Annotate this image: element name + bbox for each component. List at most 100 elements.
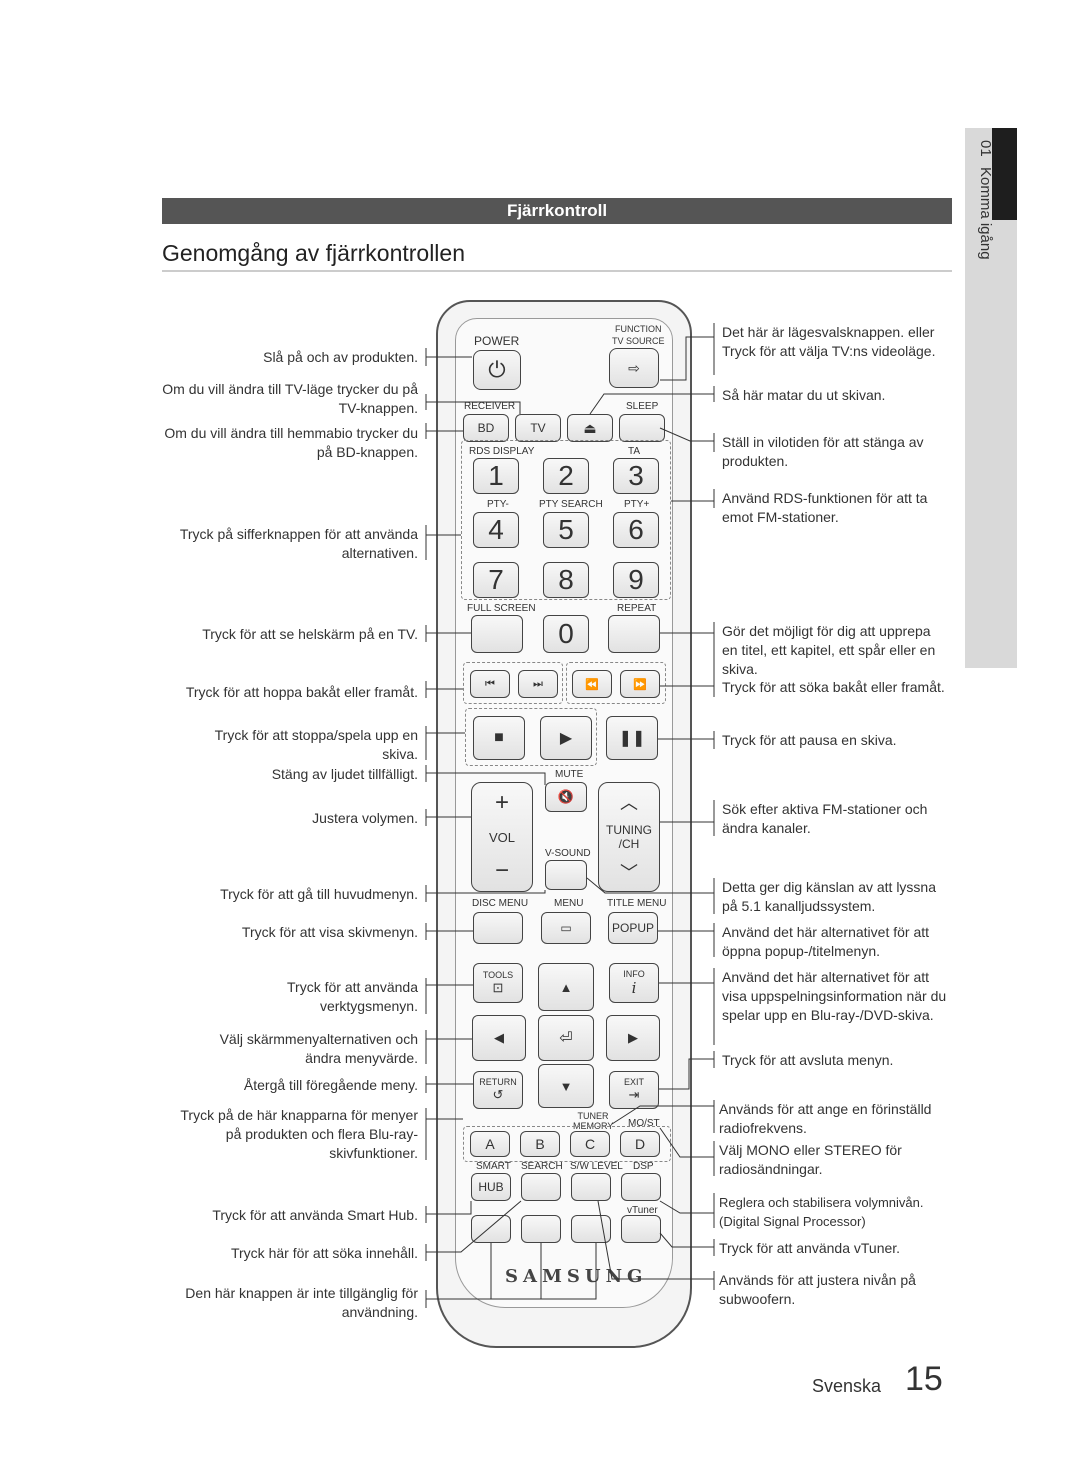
callout-tuning: Sök efter aktiva FM-stationer och ändra …: [722, 801, 928, 836]
tv-button[interactable]: TV: [515, 414, 561, 442]
smart-hub-button[interactable]: HUB: [471, 1173, 511, 1201]
arrow-left-icon: ◀: [494, 1030, 504, 1045]
callout-mo-st: Välj MONO eller STEREO för radiosändning…: [719, 1142, 902, 1177]
popup-button[interactable]: POPUP: [608, 912, 658, 944]
pty-search-label: PTY SEARCH: [539, 499, 603, 510]
pause-button[interactable]: ❚❚: [606, 716, 658, 760]
exit-label: EXIT: [623, 1077, 644, 1087]
eject-button[interactable]: ⏏: [567, 414, 613, 442]
tools-button[interactable]: TOOLS ⊡: [473, 963, 523, 1003]
digit-5-button[interactable]: 5: [543, 512, 589, 548]
volume-rocker[interactable]: + VOL −: [471, 782, 533, 892]
power-button[interactable]: ⏻: [473, 350, 521, 390]
digit-7-button[interactable]: 7: [473, 562, 519, 598]
return-button[interactable]: RETURN ↺: [473, 1071, 523, 1109]
digit-3-button[interactable]: 3: [613, 458, 659, 494]
mute-icon: 🔇: [557, 789, 575, 804]
sleep-button[interactable]: [619, 414, 665, 442]
info-icon: i: [631, 979, 637, 997]
digit-2-button[interactable]: 2: [543, 458, 589, 494]
function-button[interactable]: ⇨: [609, 348, 659, 388]
rewind-button[interactable]: ⏪: [572, 670, 612, 698]
callout-full-screen: Tryck för att se helskärm på en TV.: [202, 626, 418, 642]
stop-button[interactable]: ■: [473, 716, 525, 760]
unused-button-2[interactable]: [521, 1215, 561, 1243]
callout-v-sound: Detta ger dig känslan av att lyssna på 5…: [722, 879, 937, 914]
enter-button[interactable]: ⏎: [538, 1015, 594, 1061]
skip-back-button[interactable]: ⏮: [470, 670, 510, 698]
arrow-up-icon: ▲: [559, 979, 573, 995]
eject-icon: ⏏: [583, 419, 597, 436]
callout-eject: Så här matar du ut skivan.: [722, 387, 886, 403]
exit-button[interactable]: EXIT ⇥: [609, 1071, 659, 1109]
arrow-down-icon: ▼: [559, 1078, 573, 1094]
mute-button[interactable]: 🔇: [545, 782, 587, 812]
sw-level-button[interactable]: [571, 1173, 611, 1201]
digit-8-button[interactable]: 8: [543, 562, 589, 598]
channel-down-icon: ﹀: [620, 863, 638, 883]
dsp-label: DSP: [633, 1161, 654, 1172]
exit-icon: ⇥: [628, 1087, 640, 1102]
digit-0-button[interactable]: 0: [543, 615, 589, 653]
unused-button-1[interactable]: [471, 1215, 511, 1243]
play-button[interactable]: ▶: [540, 716, 592, 760]
callout-info: Använd det här alternativet för att visa…: [722, 969, 947, 1023]
stop-icon: ■: [494, 729, 504, 746]
return-icon: ↺: [492, 1087, 504, 1102]
digit-9-button[interactable]: 9: [613, 562, 659, 598]
dsp-button[interactable]: [621, 1173, 661, 1201]
nav-right-button[interactable]: ▶: [606, 1015, 660, 1061]
number-pad-group: [461, 440, 671, 600]
rds-display-label: RDS DISPLAY: [469, 446, 535, 457]
ta-label: TA: [628, 446, 641, 457]
callout-exit: Tryck för att avsluta menyn.: [722, 1052, 894, 1068]
a-button[interactable]: A: [470, 1131, 510, 1157]
callout-search: Tryck här för att söka innehåll.: [230, 1245, 418, 1261]
search-button[interactable]: [521, 1173, 561, 1201]
fast-forward-button[interactable]: ⏩: [620, 670, 660, 698]
repeat-button[interactable]: [608, 615, 660, 653]
volume-label: VOL: [488, 829, 515, 845]
digit-1-button[interactable]: 1: [473, 458, 519, 494]
sw-level-label: S/W LEVEL: [570, 1161, 623, 1172]
tools-label: TOOLS: [482, 970, 514, 980]
callout-power: Slå på och av produkten.: [263, 349, 418, 365]
disc-menu-label: DISC MENU: [472, 898, 529, 909]
v-sound-button[interactable]: [545, 860, 587, 890]
disc-menu-button[interactable]: [473, 912, 523, 944]
function-label: FUNCTION: [615, 324, 662, 334]
callout-sw-level: Används för att justera nivån på subwoof…: [719, 1272, 916, 1307]
b-button[interactable]: B: [520, 1131, 560, 1157]
c-button[interactable]: C: [570, 1131, 610, 1157]
tuning-channel-rocker[interactable]: ︿ TUNING /CH ﹀: [598, 782, 660, 892]
callout-tv: Om du vill ändra till TV-läge trycker du…: [162, 381, 418, 416]
unused-button-3[interactable]: [571, 1215, 611, 1243]
volume-down-icon: −: [494, 857, 509, 884]
d-button[interactable]: D: [620, 1131, 660, 1157]
tv-source-label: TV SOURCE: [612, 336, 665, 346]
callout-tools: Tryck för att använda verktygsmenyn.: [287, 979, 418, 1014]
brand-logo: SAMSUNG: [505, 1266, 648, 1287]
menu-button[interactable]: ▭: [541, 912, 591, 944]
power-label: POWER: [474, 334, 520, 348]
nav-left-button[interactable]: ◀: [472, 1015, 526, 1061]
callout-volume: Justera volymen.: [312, 810, 418, 826]
chapter-number: 01: [977, 140, 994, 157]
nav-up-button[interactable]: ▲: [538, 963, 594, 1011]
tuning-channel-label: TUNING /CH: [606, 823, 652, 851]
skip-group: [463, 662, 563, 704]
nav-down-button[interactable]: ▼: [538, 1064, 594, 1108]
vtuner-button[interactable]: [621, 1215, 661, 1243]
chapter-label: Komma igång: [977, 166, 994, 260]
callout-disc-menu: Tryck för att visa skivmenyn.: [241, 924, 418, 940]
callout-skip: Tryck för att hoppa bakåt eller framåt.: [185, 684, 418, 700]
section-title: Fjärrkontroll: [162, 198, 952, 224]
digit-6-button[interactable]: 6: [613, 512, 659, 548]
skip-forward-button[interactable]: ⏭: [518, 670, 558, 698]
volume-up-icon: +: [494, 789, 509, 816]
digit-4-button[interactable]: 4: [473, 512, 519, 548]
info-button[interactable]: INFO i: [609, 963, 659, 1003]
bd-button[interactable]: BD: [463, 414, 509, 442]
enter-icon: ⏎: [559, 1030, 573, 1047]
full-screen-button[interactable]: [471, 615, 523, 653]
